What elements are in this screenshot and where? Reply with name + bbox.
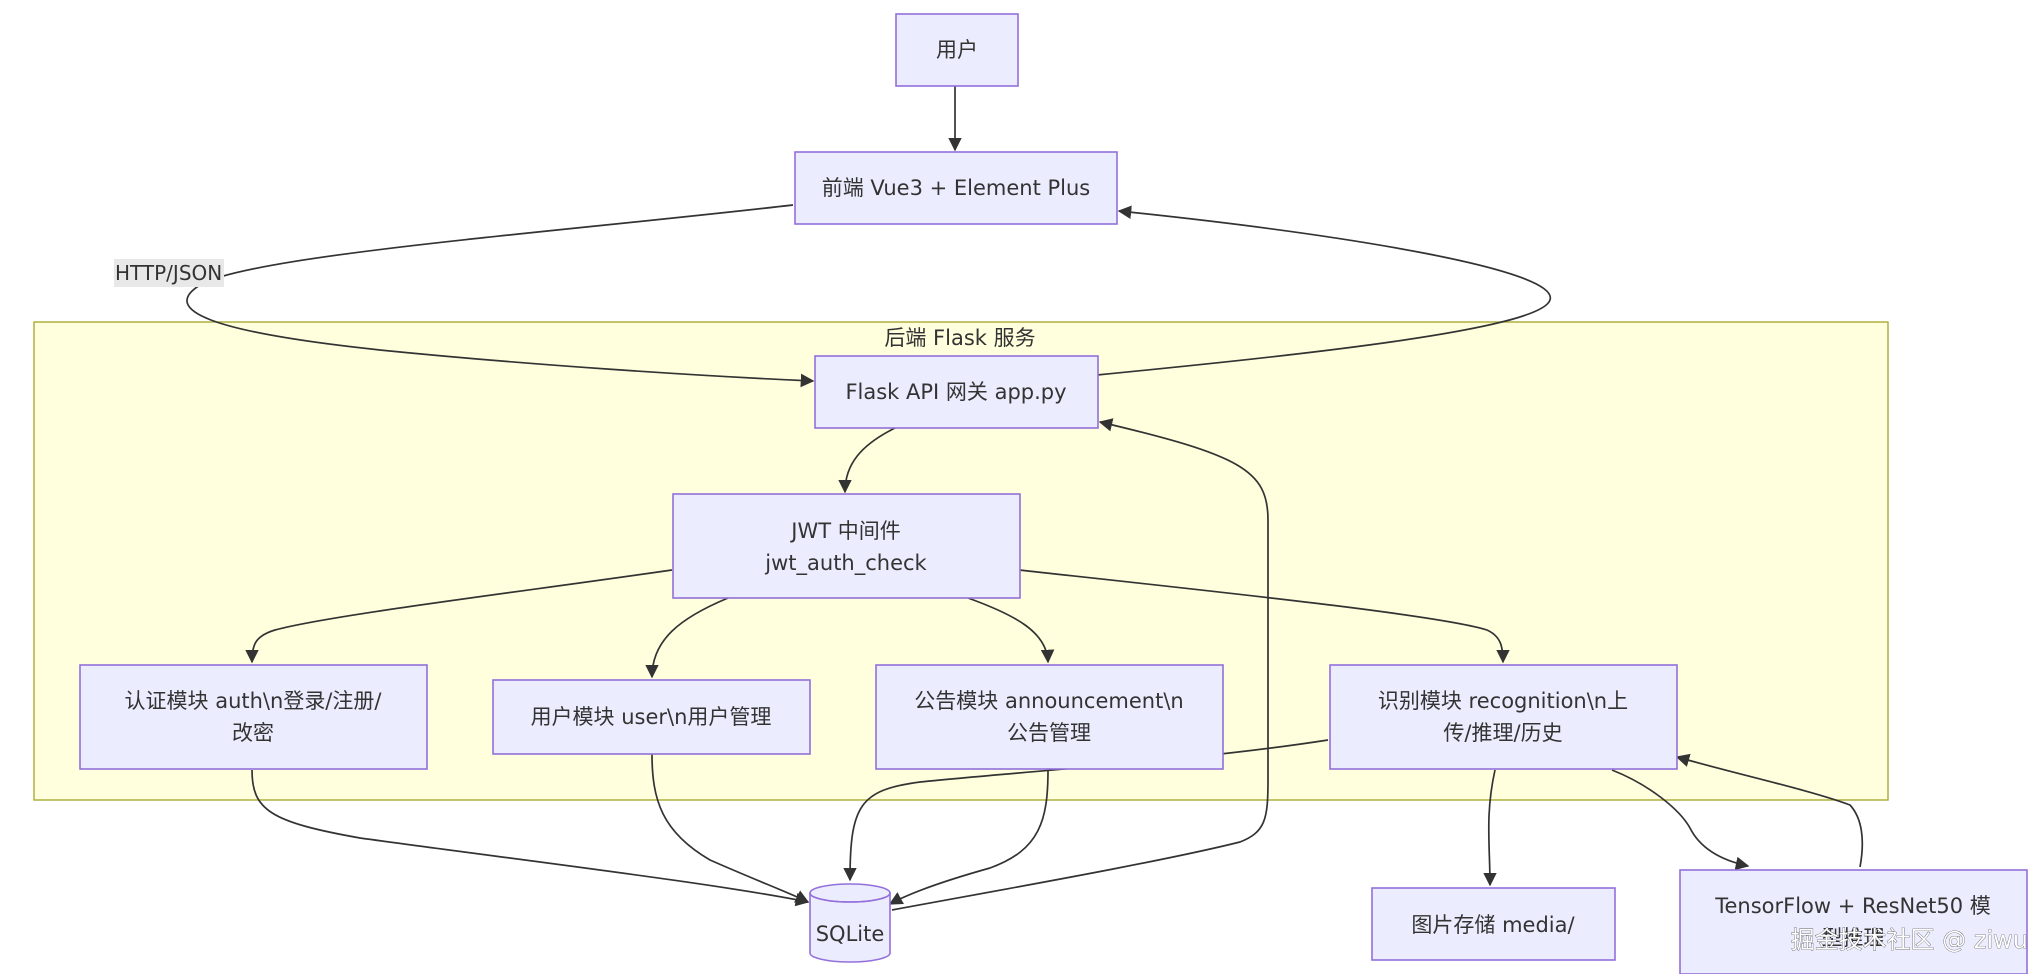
edge-jwt-auth xyxy=(245,569,673,664)
node-frontend-label: 前端 Vue3 + Element Plus xyxy=(822,176,1091,200)
node-announce-label-1: 公告模块 announcement\n xyxy=(914,689,1183,713)
node-frontend[interactable]: 前端 Vue3 + Element Plus xyxy=(794,151,1118,225)
node-media-label: 图片存储 media/ xyxy=(1411,913,1575,937)
node-user-label: 用户 xyxy=(936,38,978,62)
node-recog-label-1: 识别模块 recognition\n上 xyxy=(1378,689,1628,713)
node-media-storage[interactable]: 图片存储 media/ xyxy=(1371,887,1616,961)
edge-recog-tf xyxy=(1611,769,1750,871)
node-user-module[interactable]: 用户模块 user\n用户管理 xyxy=(492,679,811,755)
watermark-text: 掘金技术社区 @ ziwu xyxy=(1791,926,2028,954)
edge-tf-recog xyxy=(1675,753,1864,868)
edge-gateway-frontend xyxy=(1096,205,1551,376)
node-usermod-label: 用户模块 user\n用户管理 xyxy=(531,705,772,729)
edges xyxy=(186,86,1864,911)
node-auth-module[interactable]: 认证模块 auth\n登录/注册/ 改密 xyxy=(79,664,428,770)
edge-label-http-json: HTTP/JSON xyxy=(114,259,224,287)
edge-sqlite-gateway xyxy=(891,418,1269,911)
edge-jwt-recog xyxy=(1018,569,1510,664)
node-tf-label-1: TensorFlow + ResNet50 模 xyxy=(1714,894,1991,918)
node-recog-label-2: 传/推理/历史 xyxy=(1443,721,1562,745)
edge-recog-sqlite xyxy=(843,739,1329,882)
edge-auth-sqlite xyxy=(251,769,810,907)
node-jwt-label-2: jwt_auth_check xyxy=(764,551,927,576)
node-recognition-module[interactable]: 识别模块 recognition\n上 传/推理/历史 xyxy=(1329,664,1678,770)
edge-announce-sqlite xyxy=(888,769,1049,905)
edge-frontend-gateway xyxy=(186,204,815,388)
node-auth-label-2: 改密 xyxy=(232,721,274,745)
edge-jwt-usermod xyxy=(645,597,729,679)
node-user[interactable]: 用户 xyxy=(895,13,1019,87)
edge-jwt-announce xyxy=(967,597,1055,664)
node-jwt-middleware[interactable]: JWT 中间件 jwt_auth_check xyxy=(672,493,1021,599)
cluster-title: 后端 Flask 服务 xyxy=(884,326,1035,350)
node-announce-label-2: 公告管理 xyxy=(1007,721,1091,745)
edge-recog-media xyxy=(1483,769,1497,887)
node-sqlite[interactable]: SQLite xyxy=(809,883,891,963)
http-json-label: HTTP/JSON xyxy=(115,261,222,285)
node-jwt-label-1: JWT 中间件 xyxy=(789,519,900,543)
node-gateway[interactable]: Flask API 网关 app.py xyxy=(814,355,1099,429)
node-gateway-label: Flask API 网关 app.py xyxy=(845,380,1066,404)
node-tf-label-2: 型推理 xyxy=(1822,926,1885,950)
node-tensorflow[interactable]: TensorFlow + ResNet50 模 型推理 xyxy=(1679,869,2028,974)
node-announcement-module[interactable]: 公告模块 announcement\n 公告管理 xyxy=(875,664,1224,770)
node-auth-label-1: 认证模块 auth\n登录/注册/ xyxy=(125,689,383,713)
edge-gateway-jwt xyxy=(838,426,898,494)
node-sqlite-label: SQLite xyxy=(816,922,885,946)
edge-usermod-sqlite xyxy=(651,753,810,903)
